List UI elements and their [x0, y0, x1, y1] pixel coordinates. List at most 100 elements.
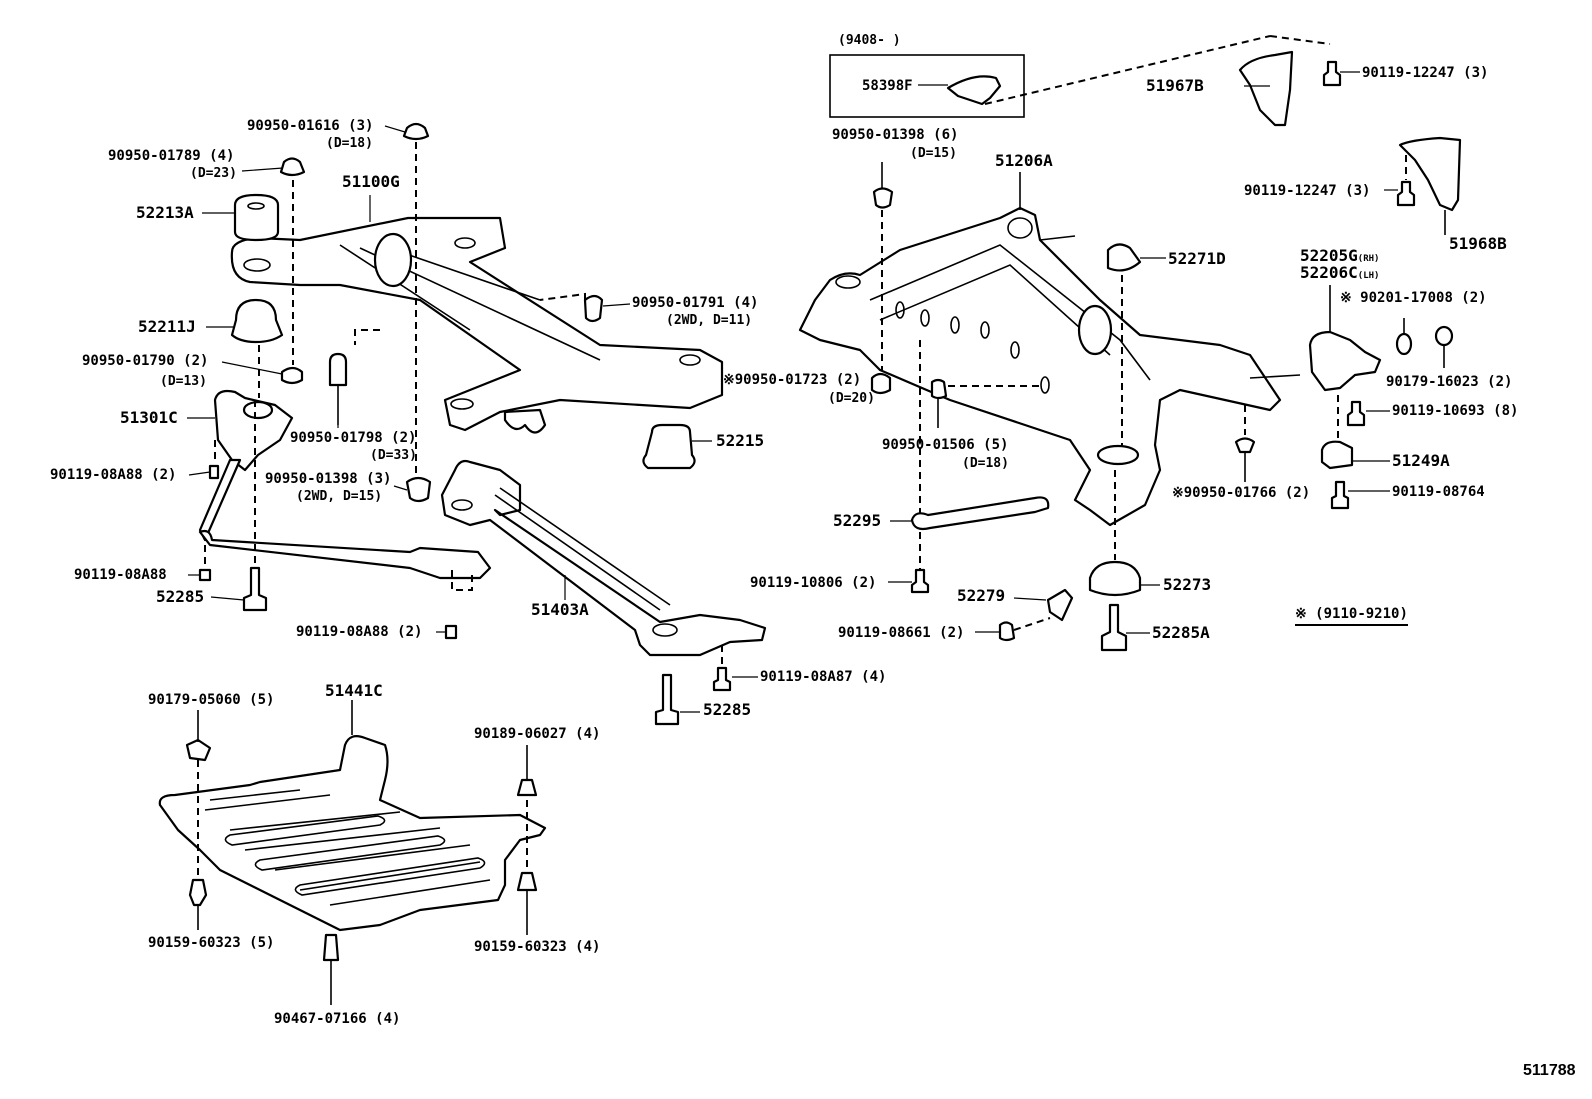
nut-90179-16023	[1434, 325, 1454, 347]
part-label-51301C[interactable]: 51301C	[120, 408, 178, 427]
part-label-90201-17008[interactable]: ※ 90201-17008 (2)	[1340, 290, 1487, 306]
part-label-90950-01506[interactable]: 90950-01506 (5)	[882, 437, 1009, 453]
part-label-90119-08661[interactable]: 90119-08661 (2)	[838, 625, 965, 641]
bracket-52279	[1046, 588, 1074, 622]
part-note-90950-01790: (D=13)	[160, 374, 207, 389]
part-label-51967B[interactable]: 51967B	[1146, 76, 1204, 95]
part-label-90119-08A88-floor[interactable]: 90119-08A88 (2)	[296, 624, 423, 640]
side-rh: (RH)	[1357, 254, 1380, 264]
part-label-90159-60323-4[interactable]: 90159-60323 (4)	[474, 939, 601, 955]
part-label-52211J[interactable]: 52211J	[138, 317, 196, 336]
part-note-90950-01398-3: (2WD, D=15)	[296, 489, 383, 504]
washer-90950-01616	[402, 122, 430, 141]
part-label-51403A[interactable]: 51403A	[531, 600, 589, 619]
part-label-51249A[interactable]: 51249A	[1392, 451, 1450, 470]
part-label-90119-08764[interactable]: 90119-08764	[1392, 484, 1485, 500]
part-label-90950-01723[interactable]: ※90950-01723 (2)	[723, 372, 862, 388]
part-label-90950-01789[interactable]: 90950-01789 (4)	[108, 148, 235, 164]
bolt-90119-12247-a	[1322, 60, 1342, 87]
front-left-hardware	[230, 122, 892, 503]
bracket-51967B	[1238, 50, 1294, 127]
part-label-52215[interactable]: 52215	[716, 431, 765, 450]
stopper-52273	[1088, 560, 1142, 597]
part-label-51441C[interactable]: 51441C	[325, 681, 383, 700]
part-label-90119-12247-upper[interactable]: 90119-12247 (3)	[1362, 65, 1489, 81]
bolt-90119-08A88-b	[198, 568, 212, 582]
part-note-90950-01791: (2WD, D=11)	[666, 313, 753, 328]
bolt-90119-08764	[1330, 480, 1350, 510]
part-label-90159-60323-5[interactable]: 90159-60323 (5)	[148, 935, 275, 951]
part-note-90950-01723: (D=20)	[828, 391, 875, 406]
part-note-90950-01789: (D=23)	[190, 166, 237, 181]
bolt-90950-01798	[328, 352, 348, 387]
bolt-52285-a	[242, 566, 268, 612]
engine-under-cover	[158, 735, 547, 932]
bolt-90119-08661	[998, 621, 1016, 642]
front-crossmember	[230, 216, 724, 434]
washer-90950-01766	[1234, 437, 1256, 454]
part-label-90119-08A87[interactable]: 90119-08A87 (4)	[760, 669, 887, 685]
footnote-date-range: ※ (9110-9210)	[1295, 606, 1408, 626]
part-label-90179-05060[interactable]: 90179-05060 (5)	[148, 692, 275, 708]
part-label-51100G[interactable]: 51100G	[342, 172, 400, 191]
bushing-52271D	[1106, 243, 1142, 272]
part-label-90119-08A88-2[interactable]: 90119-08A88 (2)	[50, 467, 177, 483]
part-label-52206C[interactable]: 52206C(LH)	[1300, 265, 1379, 284]
part-label-90950-01790[interactable]: 90950-01790 (2)	[82, 353, 209, 369]
leader-lines	[187, 71, 1398, 713]
part-label-52273[interactable]: 52273	[1163, 575, 1212, 594]
clip-90467-07166	[322, 933, 340, 962]
bolt-90119-08A88-a	[208, 464, 220, 480]
link-52295	[910, 496, 1050, 531]
part-label-52295[interactable]: 52295	[833, 511, 882, 530]
part-label-90119-12247-lower[interactable]: 90119-12247 (3)	[1244, 183, 1371, 199]
part-label-52285-rear[interactable]: 52285	[703, 700, 752, 719]
inset-range-label: (9408- )	[838, 33, 901, 48]
part-label-90189-06027[interactable]: 90189-06027 (4)	[474, 726, 601, 742]
part-label-90119-10806[interactable]: 90119-10806 (2)	[750, 575, 877, 591]
part-label-90119-08A88[interactable]: 90119-08A88	[74, 567, 167, 583]
part-label-90950-01398-6[interactable]: 90950-01398 (6)	[832, 127, 959, 143]
rear-crossmember	[798, 206, 1301, 527]
part-label-52285A[interactable]: 52285A	[1152, 623, 1210, 642]
washer-90201-17008	[1395, 332, 1413, 356]
brace-51403A	[440, 459, 767, 657]
bushing-52205G	[1308, 330, 1382, 392]
washer-90950-01398-6	[872, 187, 894, 209]
part-label-90950-01616[interactable]: 90950-01616 (3)	[247, 118, 374, 134]
part-note-90950-01398-6: (D=15)	[910, 146, 957, 161]
bushing-52211J	[230, 298, 284, 344]
part-label-52285-front[interactable]: 52285	[156, 587, 205, 606]
part-number-52206C: 52206C	[1300, 263, 1358, 282]
brace-bar	[198, 529, 492, 580]
bolt-90119-08A87	[712, 666, 732, 692]
part-label-90119-10693[interactable]: 90119-10693 (8)	[1392, 403, 1519, 419]
part-label-52279[interactable]: 52279	[957, 586, 1006, 605]
bolt-90119-08A88-c	[444, 624, 458, 640]
washer-90950-01506	[930, 378, 948, 400]
part-label-90950-01398-3[interactable]: 90950-01398 (3)	[265, 471, 392, 487]
part-label-52271D[interactable]: 52271D	[1168, 249, 1226, 268]
washer-90950-01398-3	[405, 476, 432, 503]
bolt-52285A	[1100, 603, 1128, 652]
part-label-90950-01791[interactable]: 90950-01791 (4)	[632, 295, 759, 311]
clip-90179-05060	[185, 738, 212, 762]
nut-90950-01790	[280, 366, 304, 385]
part-label-52213A[interactable]: 52213A	[136, 203, 194, 222]
diagram-reference-number: 511788	[1523, 1062, 1576, 1079]
part-label-90179-16023[interactable]: 90179-16023 (2)	[1386, 374, 1513, 390]
part-note-90950-01798: (D=33)	[370, 448, 417, 463]
bolt-90119-12247-b	[1396, 180, 1416, 207]
part-label-51206A[interactable]: 51206A	[995, 151, 1053, 170]
part-label-90467-07166[interactable]: 90467-07166 (4)	[274, 1011, 401, 1027]
part-label-51968B[interactable]: 51968B	[1449, 234, 1507, 253]
part-label-52205G[interactable]: 52205G(RH)	[1300, 248, 1379, 267]
part-label-58398F[interactable]: 58398F	[862, 78, 913, 94]
part-note-90950-01616: (D=18)	[326, 136, 373, 151]
side-lh: (LH)	[1357, 271, 1380, 281]
part-label-90950-01766[interactable]: ※90950-01766 (2)	[1172, 485, 1311, 501]
part-label-90950-01798[interactable]: 90950-01798 (2)	[290, 430, 417, 446]
inset-box	[829, 35, 1271, 118]
bolt-52285-b	[654, 673, 680, 726]
bracket-51968B	[1398, 136, 1462, 212]
